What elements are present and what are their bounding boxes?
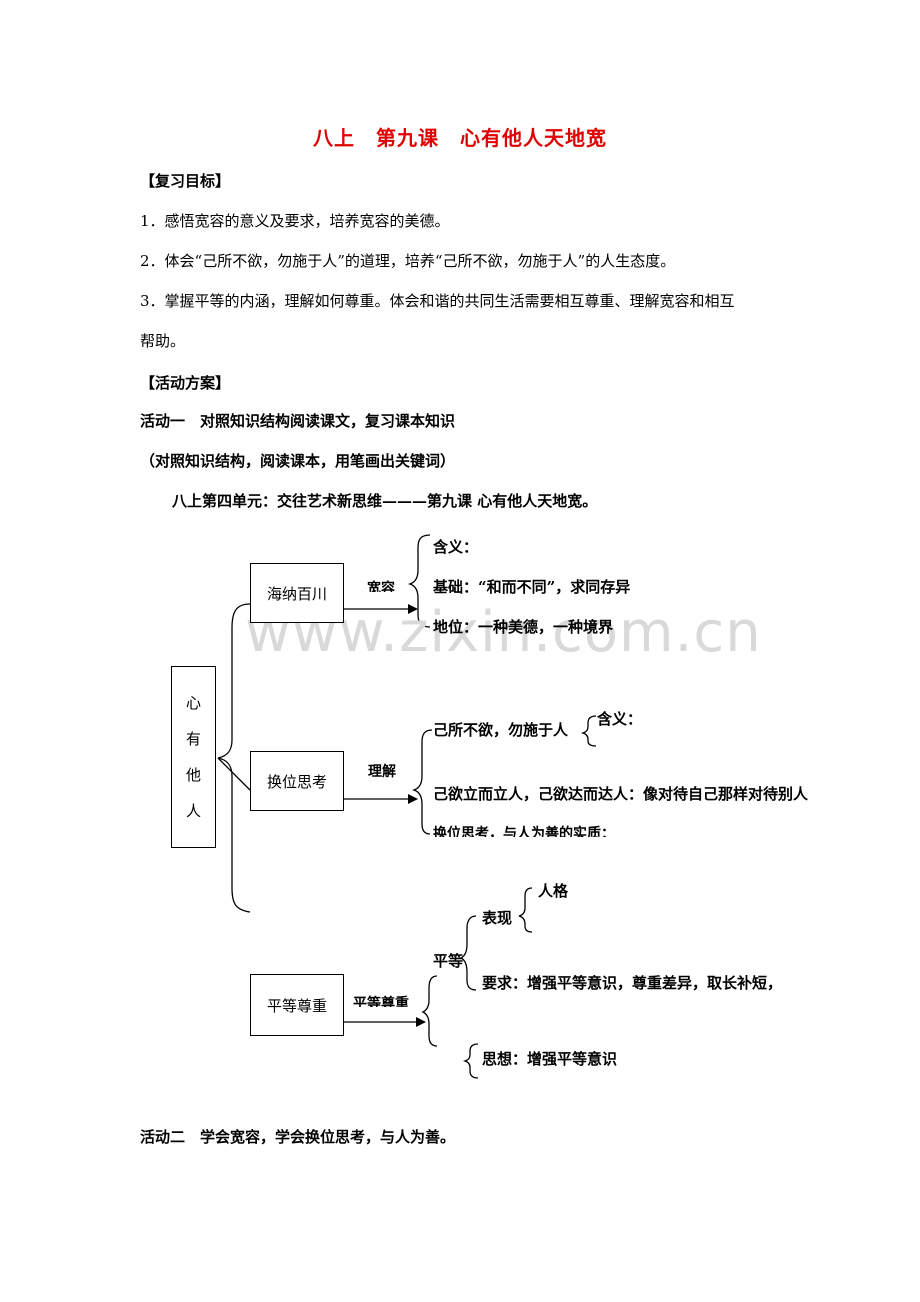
branch2-item-1: 己所不欲，勿施于人: [433, 721, 569, 739]
review-item-3: 3．掌握平等的内涵，理解如何尊重。体会和谐的共同生活需要相互尊重、理解宽容和相互: [140, 292, 735, 310]
root-box: 心 有 他 人: [171, 666, 216, 848]
root-char-4: 人: [185, 802, 201, 820]
branch1-item-meaning: 含义：: [433, 538, 479, 556]
branch2-box: 换位思考: [250, 751, 344, 811]
review-item-3-continued: 帮助。: [140, 332, 186, 350]
review-item-2: 2．体会“己所不欲，勿施于人”的道理，培养“己所不欲，勿施于人”的人生态度。: [140, 252, 676, 270]
root-char-1: 心: [185, 694, 201, 712]
review-heading: 【复习目标】: [140, 172, 231, 190]
root-char-2: 有: [185, 730, 201, 748]
branch2-item-2: 己欲立而立人，己欲达而达人：像对待自己那样对待别人: [433, 785, 809, 803]
branch2-item-3: 换位思考，与人为善的实质：: [433, 826, 615, 837]
review-item-1: 1．感悟宽容的意义及要求，培养宽容的美德。: [140, 212, 450, 230]
activity1-title: 活动一 对照知识结构阅读课文，复习课本知识: [140, 412, 456, 430]
branch2-arrow-label: 理解: [368, 764, 396, 780]
branch3-thought: 思想：增强平等意识: [482, 1050, 618, 1068]
branch3-personality: 人格: [538, 882, 569, 900]
branch1-box: 海纳百川: [250, 563, 344, 623]
branch3-arrow-label: 平等尊重: [353, 996, 409, 1007]
branch1-item-basis: 基础：“和而不同”，求同存异: [433, 578, 631, 596]
root-char-3: 他: [185, 766, 201, 784]
branch3-requirement: 要求：增强平等意识，尊重差异，取长补短，: [482, 974, 783, 992]
branch1-item-status: 地位：一种美德，一种境界: [433, 618, 614, 636]
activity-heading: 【活动方案】: [140, 374, 231, 392]
unit-line: 八上第四单元：交往艺术新思维———第九课 心有他人天地宽。: [172, 492, 598, 510]
activity1-note: （对照知识结构，阅读课本，用笔画出关键词）: [140, 452, 456, 470]
branch3-box: 平等尊重: [250, 974, 344, 1036]
branch3-equality: 平等: [433, 952, 464, 970]
page-title: 八上 第九课 心有他人天地宽: [313, 126, 607, 150]
branch1-arrow-label: 宽容: [367, 581, 395, 592]
branch2-item-1-meaning: 含义：: [597, 710, 643, 728]
activity2-title: 活动二 学会宽容，学会换位思考，与人为善。: [140, 1128, 456, 1146]
branch3-expression: 表现: [482, 909, 513, 927]
